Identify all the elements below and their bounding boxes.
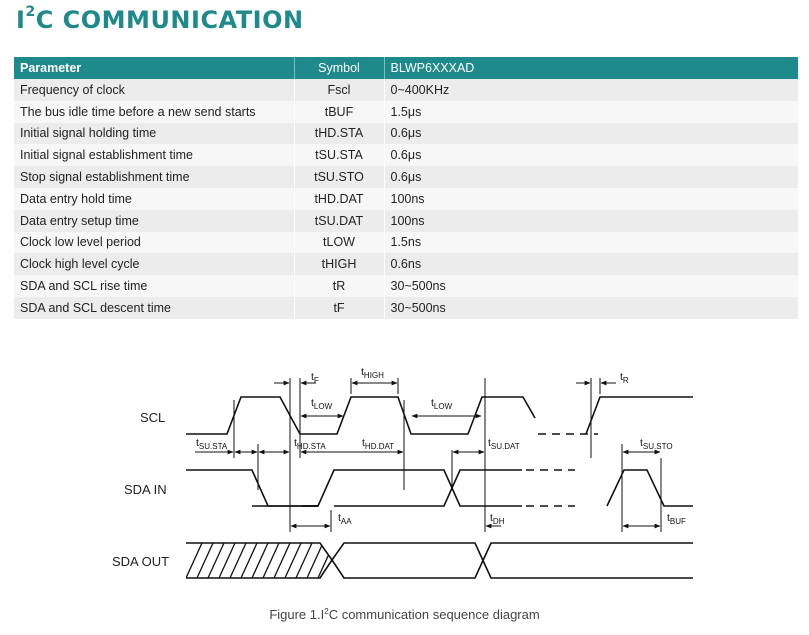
label-tf: tF — [311, 371, 319, 385]
table-header-row: Parameter Symbol BLWP6XXXAD — [14, 57, 798, 79]
sda-in-data-a — [302, 469, 522, 507]
caption-prefix: Figure 1.I — [269, 607, 325, 622]
sda-in-label: SDA IN — [124, 482, 167, 497]
label-thd-dat: tHD.DAT — [362, 437, 394, 451]
sda-out-top — [186, 542, 693, 579]
value-cell: 0.6μs — [384, 166, 798, 188]
label-tsu-dat: tSU.DAT — [488, 437, 520, 451]
label-tlow-2: tLOW — [431, 397, 453, 411]
symbol-cell: tHIGH — [294, 253, 385, 276]
value-cell: 1.5ns — [384, 231, 798, 254]
sda-in-cross — [334, 469, 522, 507]
symbol-cell: Fscl — [294, 79, 385, 101]
sda-out-label: SDA OUT — [112, 554, 169, 569]
parameter-cell: Frequency of clock — [14, 79, 295, 101]
scl-waveform — [186, 396, 536, 435]
parameter-cell: Clock high level cycle — [14, 253, 295, 276]
header-parameter: Parameter — [14, 57, 295, 79]
value-cell: 100ns — [384, 187, 798, 210]
symbol-cell: tSU.STA — [294, 144, 385, 167]
symbol-cell: tHD.STA — [294, 122, 385, 145]
parameter-cell: Stop signal establishment time — [14, 166, 295, 188]
sda-in-stop — [606, 469, 693, 507]
label-tlow-1: tLOW — [311, 397, 333, 411]
title-rest: C COMMUNICATION — [35, 6, 304, 34]
value-cell: 0.6μs — [384, 144, 798, 167]
caption-rest: C communication sequence diagram — [328, 607, 540, 622]
sda-in-high — [186, 469, 318, 507]
caption-superscript: 2 — [324, 607, 329, 616]
parameter-cell: Initial signal establishment time — [14, 144, 295, 167]
label-thd-sta: tHD.STA — [294, 437, 326, 451]
sda-out-bottom — [186, 542, 693, 579]
label-tsu-sto: tSU.STO — [640, 437, 673, 451]
figure-caption: Figure 1.I2C communication sequence diag… — [0, 607, 809, 622]
symbol-cell: tBUF — [294, 100, 385, 123]
symbol-cell: tHD.DAT — [294, 187, 385, 210]
value-cell: 100ns — [384, 209, 798, 232]
label-tr: tR — [620, 371, 629, 385]
symbol-cell: tSU.STO — [294, 166, 385, 188]
reference-lines — [233, 378, 662, 532]
value-cell: 0.6ns — [384, 253, 798, 276]
parameter-cell: Initial signal holding time — [14, 122, 295, 145]
label-tbuf: tBUF — [667, 512, 686, 526]
parameter-cell: SDA and SCL descent time — [14, 296, 295, 319]
parameter-cell: SDA and SCL rise time — [14, 275, 295, 297]
parameter-cell: Clock low level period — [14, 231, 295, 254]
sda-out-hatch — [186, 543, 332, 578]
label-tdh: tDH — [490, 512, 505, 526]
value-cell: 30~500ns — [384, 275, 798, 297]
symbol-cell: tF — [294, 296, 385, 319]
header-symbol: Symbol — [294, 57, 385, 79]
timing-diagram: SCL SDA IN SDA OUT — [112, 366, 693, 579]
value-cell: 30~500ns — [384, 296, 798, 319]
value-cell: 1.5μs — [384, 100, 798, 123]
scl-waveform-end — [585, 396, 693, 435]
symbol-cell: tSU.DAT — [294, 209, 385, 232]
title-superscript: 2 — [25, 4, 36, 20]
title-prefix: I — [16, 6, 26, 34]
parameter-cell: Data entry hold time — [14, 187, 295, 210]
table-row: The bus idle time before a new send star… — [14, 100, 798, 123]
header-model: BLWP6XXXAD — [384, 57, 798, 79]
label-thigh: tHIGH — [361, 366, 384, 380]
parameter-table: Parameter Symbol BLWP6XXXAD Frequency of… — [14, 57, 798, 319]
label-tsu-sta: tSU.STA — [196, 437, 228, 451]
parameter-cell: The bus idle time before a new send star… — [14, 100, 295, 123]
scl-label: SCL — [140, 410, 165, 425]
parameter-cell: Data entry setup time — [14, 209, 295, 232]
symbol-cell: tR — [294, 275, 385, 297]
symbol-cell: tLOW — [294, 231, 385, 254]
timing-arrows — [195, 380, 661, 529]
page-title: I2C COMMUNICATION — [16, 4, 304, 34]
label-taa: tAA — [338, 512, 352, 526]
value-cell: 0.6μs — [384, 122, 798, 145]
value-cell: 0~400KHz — [384, 79, 798, 101]
